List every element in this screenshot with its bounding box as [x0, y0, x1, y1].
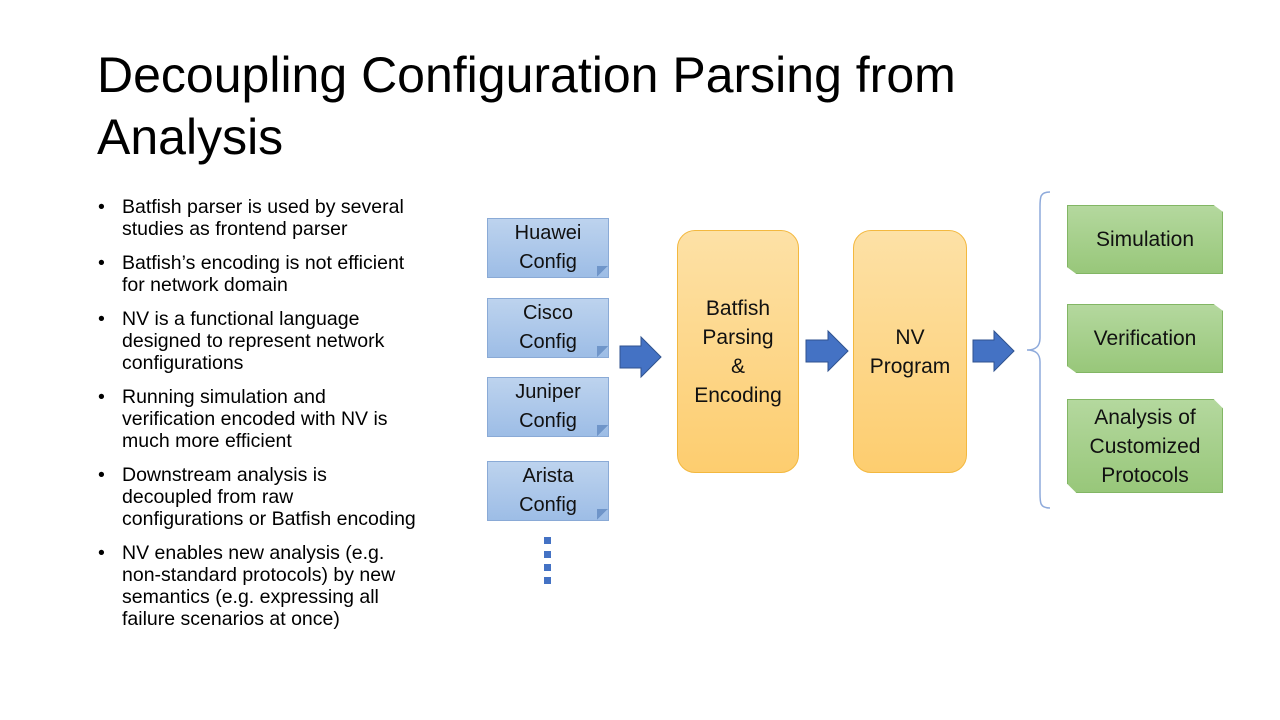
bullet-item: • Downstream analysis is decoupled from r… [96, 464, 416, 530]
bullet-list: • Batfish parser is used by several studi… [96, 196, 416, 642]
program-label: NV Program [869, 325, 951, 378]
bullet-text: Batfish’s encoding is not efficient for … [122, 252, 405, 296]
output-label: Analysis of Customized Protocols [1089, 405, 1201, 487]
arrow-right-icon [805, 329, 849, 373]
config-label: Cisco Config [519, 302, 577, 353]
config-note-arista: Arista Config [487, 461, 609, 521]
page-fold-icon [597, 346, 608, 357]
output-simulation: Simulation [1067, 205, 1223, 274]
config-note-juniper: Juniper Config [487, 377, 609, 437]
bullet-item: • NV enables new analysis (e.g. non-stand… [96, 542, 416, 630]
bullet-dot: • [98, 464, 105, 486]
page-fold-icon [597, 509, 608, 520]
slide-title: Decoupling Configuration Parsing from An… [97, 47, 956, 165]
page-fold-icon [597, 425, 608, 436]
bullet-text: Batfish parser is used by several studie… [122, 196, 404, 240]
bullet-item: • Running simulation and verification enc… [96, 386, 416, 452]
config-note-cisco: Cisco Config [487, 298, 609, 358]
output-label: Simulation [1095, 228, 1195, 251]
bullet-text: NV enables new analysis (e.g. non-standa… [122, 542, 396, 630]
curly-bracket [1026, 191, 1051, 509]
bullet-dot: • [98, 308, 105, 330]
bullet-item: • Batfish’s encoding is not efficient for… [96, 252, 416, 296]
output-label: Verification [1093, 327, 1197, 350]
config-label: Arista Config [519, 465, 577, 516]
batfish-parsing-box: Batfish Parsing & Encoding [677, 230, 799, 473]
nv-program-box: NV Program [853, 230, 967, 473]
bullet-text: Running simulation and verification enco… [122, 386, 388, 452]
bullet-item: • Batfish parser is used by several studi… [96, 196, 416, 240]
bullet-dot: • [98, 252, 105, 274]
arrow-right-icon [972, 329, 1015, 373]
page-fold-icon [597, 266, 608, 277]
output-analysis-customized: Analysis of Customized Protocols [1067, 399, 1223, 493]
bullet-dot: • [98, 196, 105, 218]
config-label: Juniper Config [515, 381, 581, 432]
output-verification: Verification [1067, 304, 1223, 373]
config-note-huawei: Huawei Config [487, 218, 609, 278]
bullet-text: NV is a functional language designed to … [122, 308, 385, 374]
ellipsis-vertical-icon [544, 537, 551, 584]
parser-label: Batfish Parsing & Encoding [694, 296, 782, 407]
bullet-dot: • [98, 542, 105, 564]
arrow-right-icon [619, 335, 662, 379]
bullet-text: Downstream analysis is decoupled from ra… [122, 464, 416, 530]
bullet-item: • NV is a functional language designed to… [96, 308, 416, 374]
config-label: Huawei Config [514, 222, 582, 273]
bullet-dot: • [98, 386, 105, 408]
